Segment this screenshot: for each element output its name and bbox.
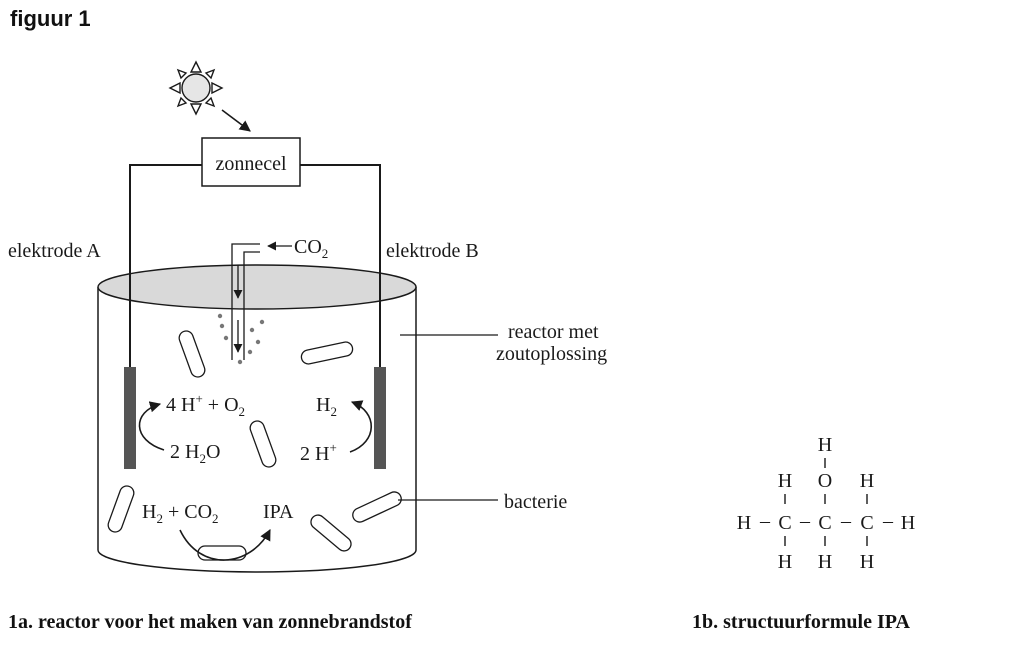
bacteria-product: IPA xyxy=(263,501,294,523)
atom-o: O xyxy=(818,470,832,492)
bacterium xyxy=(300,341,354,365)
figure-heading: figuur 1 xyxy=(10,6,91,31)
bacteria-reactant: H2 + CO2 xyxy=(142,501,219,526)
bacterium xyxy=(352,491,402,523)
caption-1a: 1a. reactor voor het maken van zonnebran… xyxy=(8,611,412,633)
co2-inlet-label: CO2 xyxy=(294,236,328,261)
anode-reaction-arrow xyxy=(138,401,165,451)
atom-c: C xyxy=(818,512,831,534)
bacterium xyxy=(107,485,135,533)
electrode-b-plate xyxy=(374,367,386,469)
bacteria-group xyxy=(107,330,402,561)
atom-h: H xyxy=(778,551,792,573)
bacterium xyxy=(249,420,277,468)
reactor-label-line1: reactor met xyxy=(508,321,599,343)
sunlight-arrow xyxy=(221,109,251,132)
ipa-structure: H H O H H – C – C – C – H H H H xyxy=(737,434,915,573)
electrode-a-plate xyxy=(124,367,136,469)
electrode-b-label: elektrode B xyxy=(386,240,479,262)
caption-1b: 1b. structuurformule IPA xyxy=(692,611,910,633)
bacterium-label: bacterie xyxy=(504,491,567,513)
bacterium xyxy=(178,330,206,378)
anode-product: 4 H+ + O2 xyxy=(166,391,245,419)
atom-h: H xyxy=(737,512,751,534)
liquid-surface xyxy=(97,264,417,310)
atom-h: H xyxy=(818,434,832,456)
co2-inlet-pipe xyxy=(231,243,260,360)
sun-icon xyxy=(168,60,224,116)
reactor-label-line2: zoutoplossing xyxy=(496,343,607,365)
cathode-reaction-arrow xyxy=(349,400,373,453)
solar-cell-box xyxy=(201,137,301,187)
atom-h: H xyxy=(778,470,792,492)
cathode-reactant: 2 H+ xyxy=(300,440,337,465)
bacteria-reaction-arrow xyxy=(179,529,271,561)
atom-h: H xyxy=(818,551,832,573)
atom-h: H xyxy=(901,512,915,534)
cathode-product: H2 xyxy=(316,394,337,419)
anode-reactant: 2 H2O xyxy=(170,441,220,466)
bacterium xyxy=(310,514,352,552)
bond: – xyxy=(759,510,771,532)
atom-h: H xyxy=(860,551,874,573)
electrode-a-label: elektrode A xyxy=(8,240,101,262)
atom-h: H xyxy=(860,470,874,492)
bond: – xyxy=(799,510,811,532)
atom-c: C xyxy=(778,512,791,534)
solar-cell-label: zonnecel xyxy=(215,153,287,175)
bond: – xyxy=(840,510,852,532)
bond: – xyxy=(882,510,894,532)
gas-bubbles xyxy=(217,313,265,365)
atom-c: C xyxy=(860,512,873,534)
